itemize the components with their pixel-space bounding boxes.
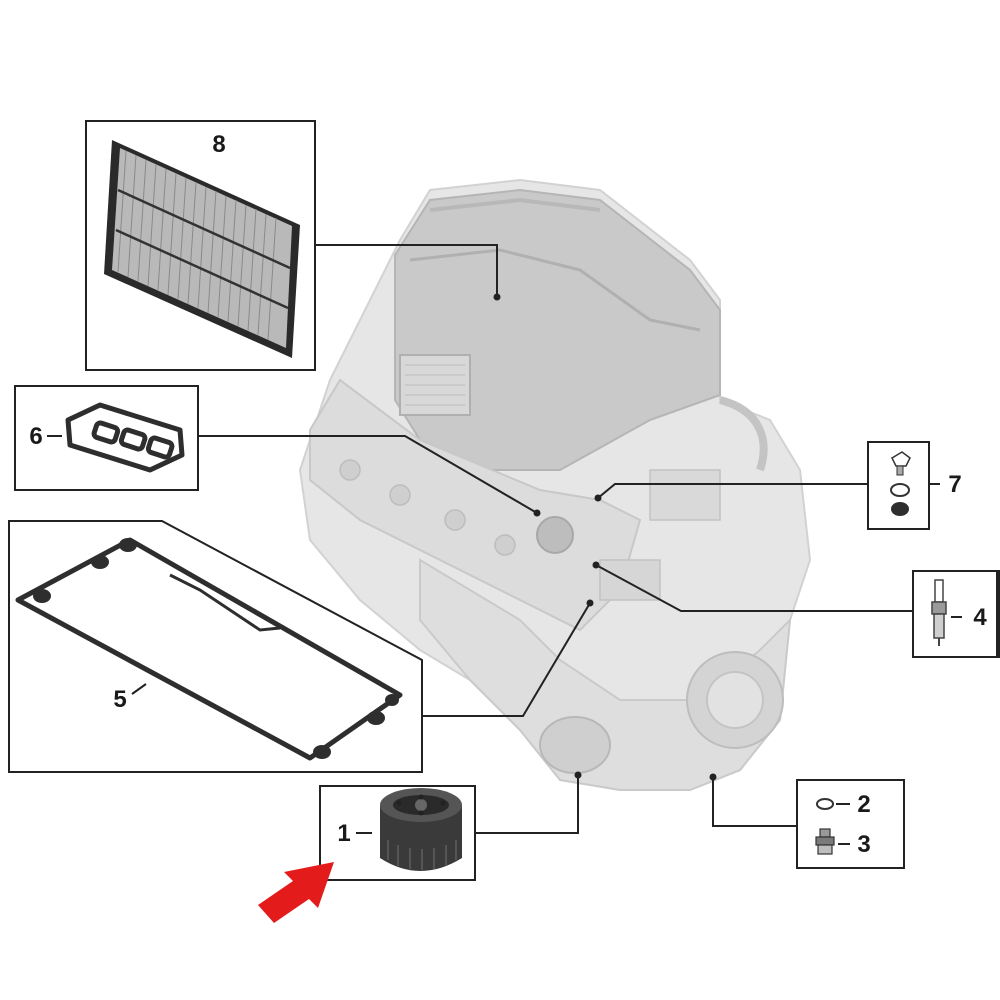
- callout-number-2: 2: [857, 791, 870, 818]
- leader-lines: [198, 244, 913, 834]
- callout-number-7: 7: [948, 471, 961, 498]
- callout-box-7: 7: [867, 441, 962, 530]
- seal-ring-icon: [816, 798, 834, 810]
- callout-number-8: 8: [212, 131, 225, 158]
- callout-number-6: 6: [29, 423, 42, 450]
- callout-box-2-3: 2 3: [796, 779, 905, 869]
- callout-box-8: 8: [85, 120, 316, 371]
- callout-box-5: 5: [8, 520, 423, 773]
- leader-7: [597, 483, 868, 499]
- leader-6: [198, 435, 538, 514]
- air-filter-element-icon: [104, 140, 300, 358]
- leader-2-3: [712, 777, 797, 827]
- callout-box-1: 1: [319, 785, 476, 881]
- screw-seal-grommet-icon: [890, 451, 911, 516]
- callout-number-4: 4: [973, 604, 987, 631]
- gasket-set-icon: [65, 402, 185, 473]
- callout-box-6: 6: [14, 385, 199, 491]
- callout-number-1: 1: [337, 820, 350, 847]
- red-arrow-icon: [258, 862, 334, 923]
- leader-4: [595, 564, 913, 612]
- leader-1: [475, 775, 579, 834]
- engine-illustration: [298, 178, 812, 791]
- spark-plug-icon: [931, 579, 947, 646]
- oil-filter-icon: [380, 788, 462, 871]
- valve-cover-gasket-icon: [15, 537, 403, 761]
- callout-number-5: 5: [113, 686, 126, 713]
- callout-box-4: 4: [912, 570, 1000, 658]
- callout-number-3: 3: [857, 831, 870, 858]
- leader-8: [315, 244, 498, 297]
- drain-plug-icon: [815, 828, 835, 855]
- leader-5: [422, 602, 591, 717]
